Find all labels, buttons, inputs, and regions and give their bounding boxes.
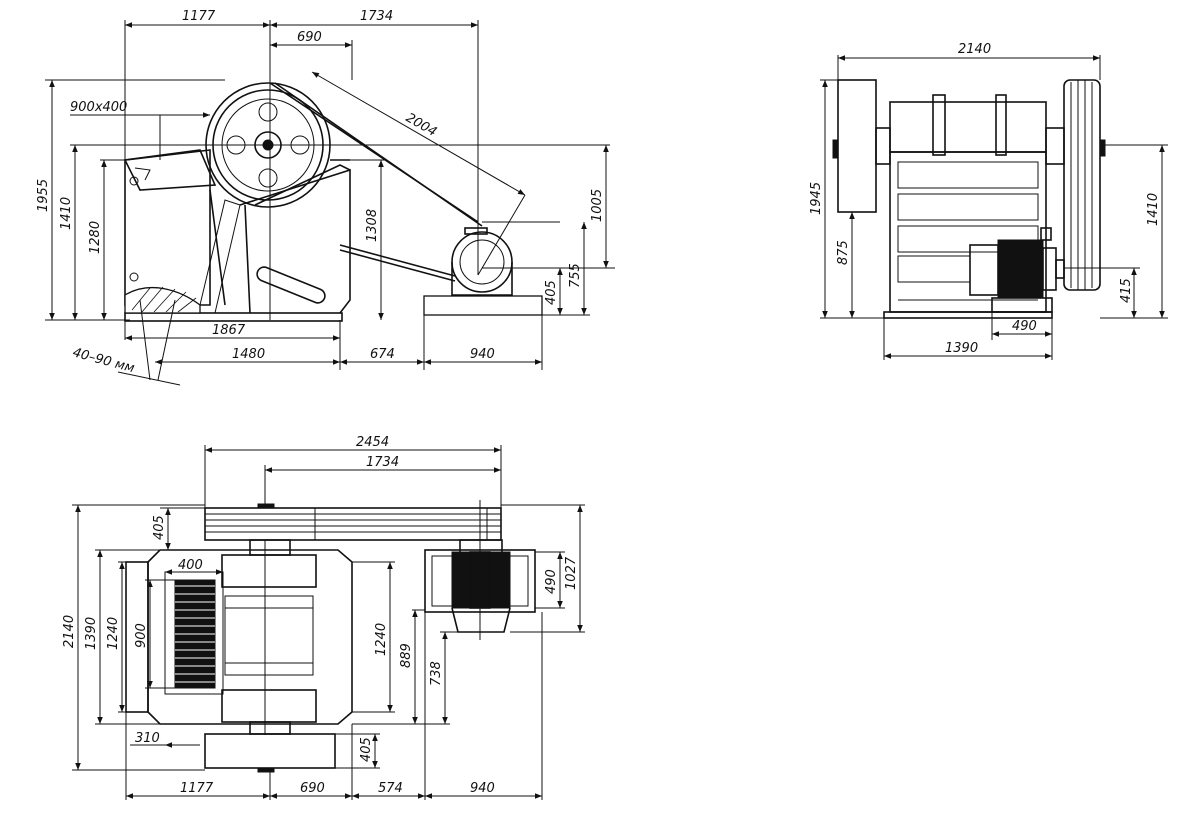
dim-2004: 2004 — [403, 110, 439, 140]
dim-940: 940 — [470, 347, 495, 362]
end-view: 2140 1945 875 1410 415 490 1390 — [809, 42, 1168, 360]
dim-900x400: 900x400 — [70, 100, 127, 115]
dim-875: 875 — [836, 240, 851, 265]
dim-1734: 1734 — [366, 455, 399, 470]
crusher-frame — [124, 149, 211, 306]
dim-1410: 1410 — [59, 197, 74, 230]
dim-405-bottom: 405 — [359, 737, 374, 762]
dim-889: 889 — [399, 643, 414, 668]
shaft-housing — [889, 101, 1047, 153]
dim-1308: 1308 — [365, 209, 380, 242]
dim-1177: 1177 — [180, 781, 214, 796]
motor-plan — [451, 551, 511, 609]
dim-490: 490 — [1012, 319, 1037, 334]
belt-lower — [339, 244, 456, 277]
dim-755: 755 — [568, 263, 583, 288]
dim-940: 940 — [470, 781, 495, 796]
dim-1027: 1027 — [564, 556, 579, 590]
dim-1177: 1177 — [182, 9, 216, 24]
dim-1240-left: 1240 — [106, 617, 121, 650]
belt-set — [204, 507, 502, 541]
belt-pulley — [1063, 79, 1101, 291]
dim-415: 415 — [1119, 278, 1134, 303]
jaw-section — [124, 287, 201, 314]
adjust-slot — [256, 266, 326, 304]
dim-1955: 1955 — [36, 179, 51, 212]
dim-1390: 1390 — [84, 617, 99, 650]
dim-1945: 1945 — [809, 182, 824, 215]
motor-pulley — [451, 231, 513, 293]
flywheel-side — [837, 79, 877, 213]
dim-400: 400 — [178, 558, 203, 573]
dim-2454: 2454 — [356, 435, 389, 450]
dim-690: 690 — [297, 30, 322, 45]
dim-490: 490 — [544, 569, 559, 594]
dim-1867: 1867 — [212, 323, 246, 338]
dim-1240-right: 1240 — [374, 623, 389, 656]
motor-fins — [997, 239, 1044, 299]
dim-1005: 1005 — [590, 189, 605, 222]
plan-view: 2454 1734 405 400 2140 1390 1240 900 124… — [62, 435, 585, 800]
flywheel-plan — [204, 733, 336, 769]
dim-1280: 1280 — [88, 221, 103, 254]
dim-1734: 1734 — [360, 9, 393, 24]
dim-674: 674 — [370, 347, 395, 362]
bolt-icon — [129, 272, 139, 282]
bolt-icon — [129, 176, 139, 186]
motor-base — [423, 295, 543, 316]
dim-1390: 1390 — [945, 341, 978, 356]
dim-discharge-gap: 40–90 мм — [71, 345, 136, 376]
dim-574: 574 — [378, 781, 403, 796]
dim-1410: 1410 — [1146, 193, 1161, 226]
dim-2140: 2140 — [62, 615, 77, 648]
dim-1480: 1480 — [232, 347, 265, 362]
dim-900: 900 — [134, 623, 149, 648]
dim-738: 738 — [429, 661, 444, 686]
dim-405: 405 — [544, 280, 559, 305]
dim-2140: 2140 — [958, 42, 991, 57]
dim-310: 310 — [135, 731, 160, 746]
dim-690: 690 — [300, 781, 325, 796]
side-view: 1177 1734 690 2004 900x400 1955 1410 128… — [36, 9, 615, 386]
dim-405-top: 405 — [152, 515, 167, 540]
crusher-base-plate — [124, 312, 343, 322]
